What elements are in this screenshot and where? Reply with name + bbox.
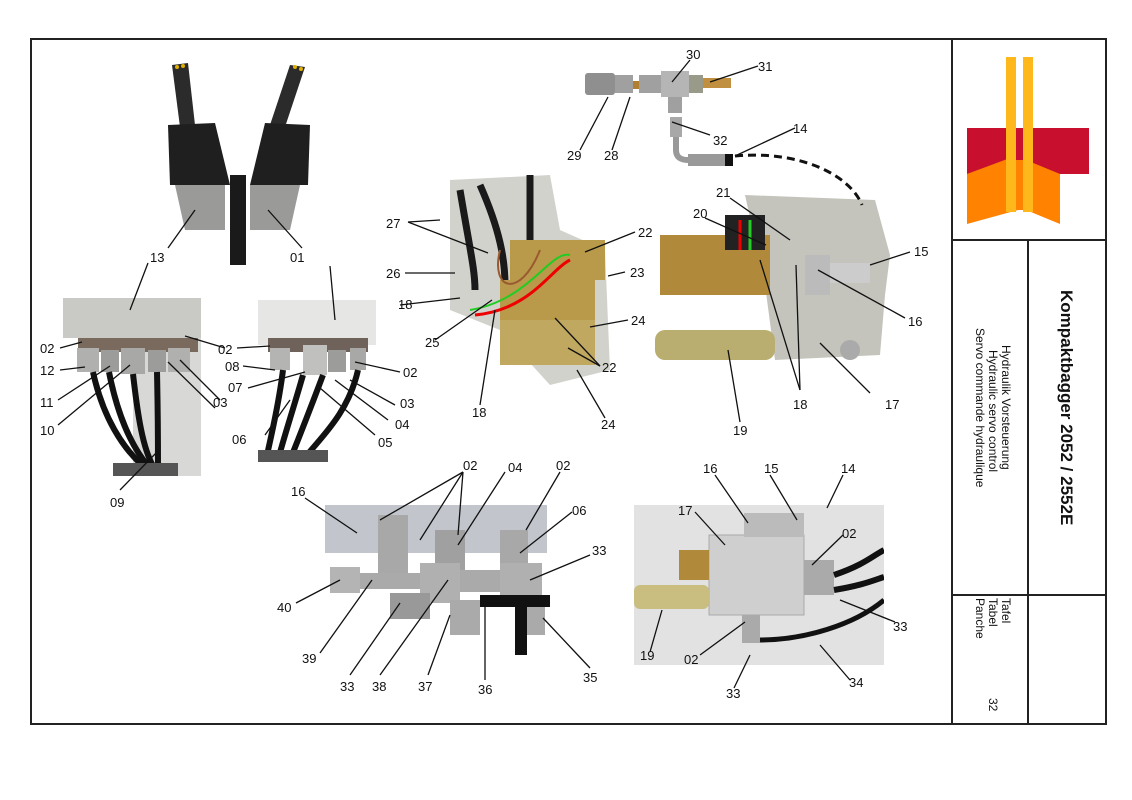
callout-label: 17 [885, 397, 900, 412]
callout-label: 15 [764, 461, 779, 476]
plate-divider [951, 594, 1105, 596]
callout-label: 03 [400, 396, 415, 411]
callout-label: 24 [631, 313, 646, 328]
callout-label: 14 [793, 121, 808, 136]
callout-label: 33 [893, 619, 908, 634]
callout-label: 22 [638, 225, 653, 240]
callout-label: 19 [733, 423, 748, 438]
callout-label: 15 [914, 244, 929, 259]
callout-label: 09 [110, 495, 125, 510]
manifold-fittings-photo [325, 505, 550, 655]
callout-label: 16 [291, 484, 306, 499]
callout-label: 32 [713, 133, 728, 148]
callout-label: 35 [583, 670, 598, 685]
subtitle-de: Hydraulik Vorsteuerung [999, 345, 1013, 470]
solenoid-block-photo [450, 175, 610, 385]
plate-number: 32 [986, 698, 1000, 712]
callout-label: 31 [758, 59, 773, 74]
callout-label: 28 [604, 148, 619, 163]
callout-label: 18 [398, 297, 413, 312]
subtitle-fr: Servo commande hydraulique [973, 328, 987, 488]
callout-label: 24 [601, 417, 616, 432]
callout-label: 08 [225, 359, 240, 374]
callout-label: 16 [908, 314, 923, 329]
callout-label: 02 [463, 458, 478, 473]
callout-label: 29 [567, 148, 582, 163]
callout-label: 06 [232, 432, 247, 447]
left-valve-photo [63, 298, 201, 476]
callout-label: 01 [290, 250, 305, 265]
callout-label: 19 [640, 648, 655, 663]
callout-label: 11 [40, 395, 54, 410]
callout-label: 02 [403, 365, 418, 380]
callout-label: 10 [40, 423, 55, 438]
callout-label: 13 [150, 250, 165, 265]
callout-label: 33 [592, 543, 607, 558]
right-valve-photo [258, 300, 376, 462]
drawing-frame [30, 38, 1107, 725]
drawing-title: Kompaktbagger 2052 / 2552E [1057, 290, 1076, 526]
callout-label: 02 [40, 341, 55, 356]
company-logo [967, 57, 1089, 224]
callout-label: 33 [340, 679, 355, 694]
plate-label-fr: Panche [973, 598, 987, 639]
callout-label: 05 [378, 435, 393, 450]
callout-label: 33 [726, 686, 741, 701]
valve-block-top-photo [634, 505, 884, 665]
callout-label: 25 [425, 335, 440, 350]
callout-label: 37 [418, 679, 433, 694]
callout-label: 18 [472, 405, 487, 420]
callout-label: 22 [602, 360, 617, 375]
callout-label: 20 [693, 206, 708, 221]
callout-label: 18 [793, 397, 808, 412]
subtitle-en: Hydraulic servo control [986, 350, 1000, 473]
callout-label: 23 [630, 265, 645, 280]
callout-label: 38 [372, 679, 387, 694]
callout-label: 17 [678, 503, 693, 518]
callout-label: 21 [716, 185, 731, 200]
title-column-divider [1027, 239, 1029, 723]
callout-label: 30 [686, 47, 701, 62]
callout-label: 16 [703, 461, 718, 476]
callout-label: 40 [277, 600, 292, 615]
callout-label: 04 [508, 460, 523, 475]
plate-label-de: Tafel [999, 598, 1013, 624]
callout-label: 27 [386, 216, 401, 231]
callout-label: 06 [572, 503, 587, 518]
callout-label: 02 [684, 652, 699, 667]
callout-label: 02 [842, 526, 857, 541]
callout-label: 26 [386, 266, 401, 281]
joysticks-photo [168, 63, 310, 265]
callout-label: 02 [556, 458, 571, 473]
callout-label: 03 [213, 395, 228, 410]
callout-label: 36 [478, 682, 493, 697]
valve-block-side-photo [655, 195, 890, 360]
plate-label-nl: Tabel [986, 598, 1000, 627]
callout-label: 04 [395, 417, 410, 432]
callout-label: 39 [302, 651, 317, 666]
callout-label: 07 [228, 380, 243, 395]
title-block-divider [951, 38, 953, 723]
callout-label: 14 [841, 461, 856, 476]
callout-label: 34 [849, 675, 864, 690]
callout-label: 12 [40, 363, 55, 378]
callout-label: 02 [218, 342, 233, 357]
